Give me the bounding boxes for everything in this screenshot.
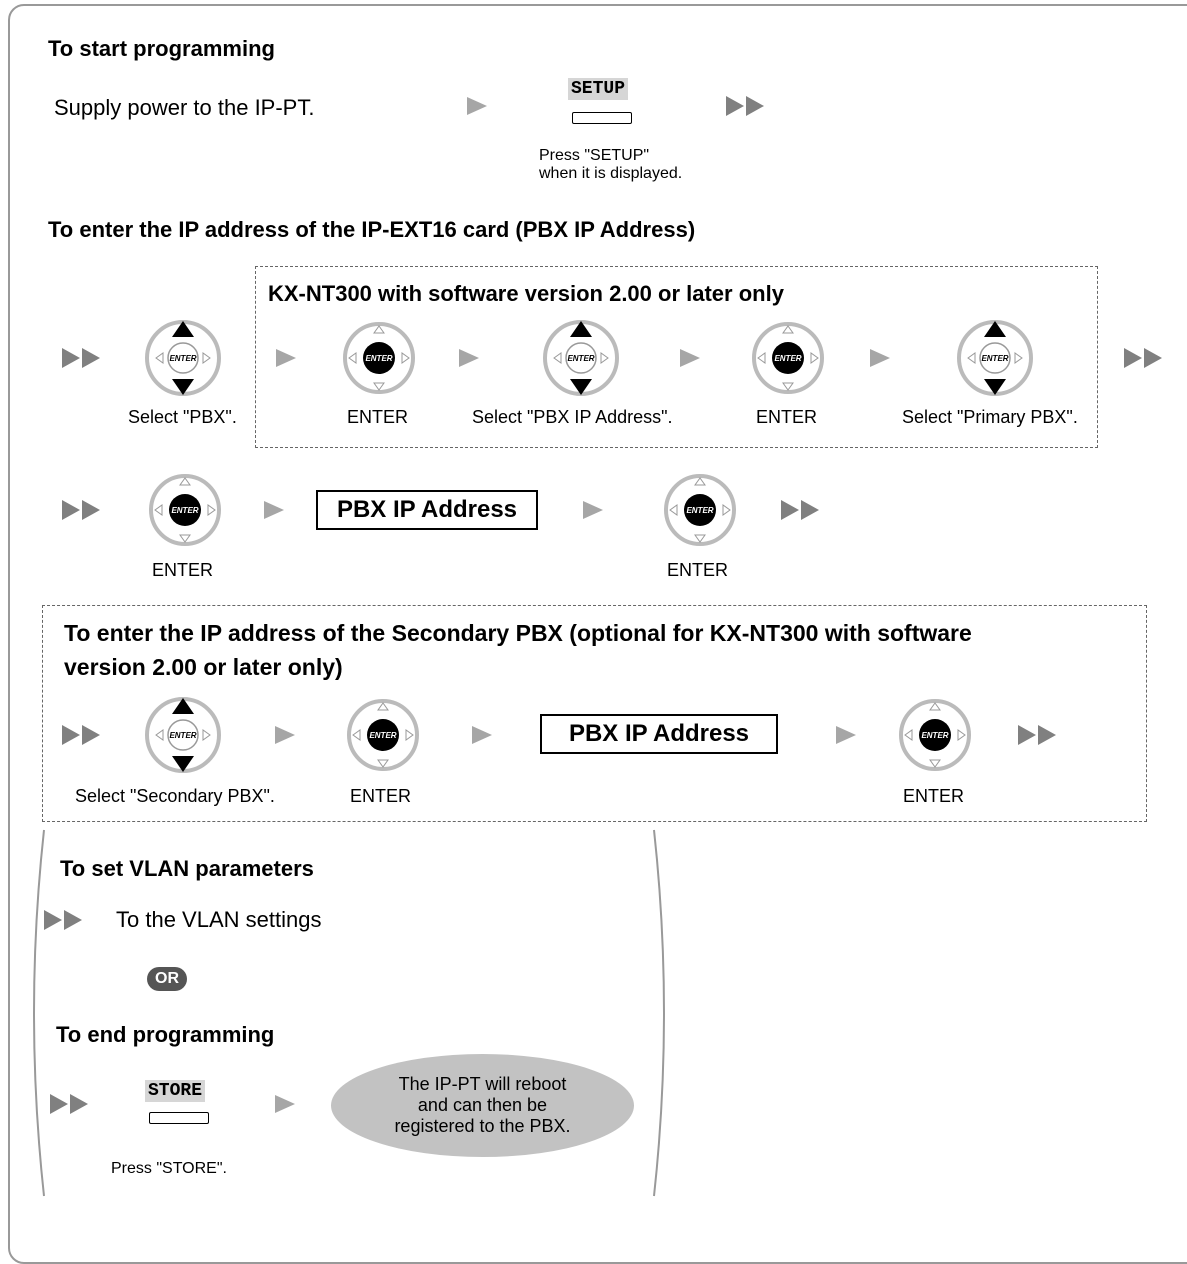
store-key-label: STORE <box>145 1080 206 1102</box>
navigator-enter-icon[interactable]: ENTER <box>147 472 223 548</box>
arrow-right-icon <box>836 726 856 744</box>
kx-nt300-dashed-box <box>255 266 1098 448</box>
caption-enter: ENTER <box>350 786 412 806</box>
navigator-up-down-icon[interactable]: ENTER <box>955 318 1035 398</box>
double-arrow-icon <box>1124 348 1162 368</box>
arrow-right-icon <box>680 349 700 367</box>
caption-enter: ENTER <box>152 560 214 580</box>
setup-soft-key[interactable] <box>572 112 632 124</box>
svg-text:ENTER: ENTER <box>567 354 594 363</box>
svg-text:ENTER: ENTER <box>981 354 1008 363</box>
left-bracket <box>33 829 45 1197</box>
link-vlan-settings[interactable]: To the VLAN settings <box>116 907 322 932</box>
double-arrow-icon <box>781 500 819 520</box>
arrow-right-icon <box>583 501 603 519</box>
right-bracket <box>653 829 665 1197</box>
navigator-enter-icon[interactable]: ENTER <box>897 697 973 773</box>
navigator-enter-icon[interactable]: ENTER <box>345 697 421 773</box>
heading-secondary-pbx-line-1: To enter the IP address of the Secondary… <box>64 620 972 646</box>
double-arrow-icon <box>62 348 100 368</box>
heading-pbx-ip-address: To enter the IP address of the IP-EXT16 … <box>48 217 696 242</box>
setup-caption: Press "SETUP" when it is displayed. <box>539 147 682 183</box>
caption-enter: ENTER <box>667 560 729 580</box>
caption-press-store: Press "STORE". <box>111 1160 227 1177</box>
setup-caption-line-2: when it is displayed. <box>539 165 683 182</box>
setup-key-label: SETUP <box>568 78 629 100</box>
double-arrow-icon <box>44 910 82 930</box>
caption-enter: ENTER <box>903 786 965 806</box>
double-arrow-icon <box>1018 725 1056 745</box>
pbx-ip-address-input-box[interactable]: PBX IP Address <box>540 714 778 754</box>
svg-text:ENTER: ENTER <box>171 506 198 515</box>
svg-text:ENTER: ENTER <box>169 354 196 363</box>
svg-text:ENTER: ENTER <box>369 731 396 740</box>
double-arrow-icon <box>726 96 764 116</box>
heading-start-programming: To start programming <box>48 36 275 61</box>
arrow-right-icon <box>264 501 284 519</box>
reboot-result-oval: The IP-PT will reboot and can then be re… <box>331 1054 634 1157</box>
arrow-right-icon <box>275 1095 295 1113</box>
arrow-right-icon <box>276 349 296 367</box>
svg-text:ENTER: ENTER <box>169 731 196 740</box>
double-arrow-icon <box>50 1094 88 1114</box>
caption-select-secondary-pbx: Select "Secondary PBX". <box>75 786 275 806</box>
double-arrow-icon <box>62 725 100 745</box>
store-soft-key[interactable] <box>149 1112 209 1124</box>
heading-secondary-pbx-line-2: version 2.00 or later only) <box>64 654 343 680</box>
pbx-ip-address-input-box[interactable]: PBX IP Address <box>316 490 538 530</box>
svg-text:ENTER: ENTER <box>921 731 948 740</box>
step-supply-power: Supply power to the IP-PT. <box>54 95 315 120</box>
svg-text:ENTER: ENTER <box>365 354 392 363</box>
caption-select-pbx-ip-address: Select "PBX IP Address". <box>472 407 673 427</box>
navigator-up-down-icon[interactable]: ENTER <box>143 318 223 398</box>
arrow-right-icon <box>870 349 890 367</box>
result-line-1: The IP-PT will reboot <box>398 1074 567 1094</box>
double-arrow-icon <box>62 500 100 520</box>
navigator-enter-icon[interactable]: ENTER <box>341 320 417 396</box>
svg-text:ENTER: ENTER <box>774 354 801 363</box>
heading-end-programming: To end programming <box>56 1022 275 1047</box>
caption-enter: ENTER <box>756 407 818 427</box>
svg-text:ENTER: ENTER <box>686 506 713 515</box>
arrow-right-icon <box>472 726 492 744</box>
navigator-enter-icon[interactable]: ENTER <box>750 320 826 396</box>
caption-select-pbx: Select "PBX". <box>128 407 237 427</box>
navigator-up-down-icon[interactable]: ENTER <box>143 695 223 775</box>
secondary-pbx-dashed-box <box>42 605 1147 822</box>
caption-select-primary-pbx: Select "Primary PBX". <box>902 407 1078 427</box>
heading-vlan-parameters: To set VLAN parameters <box>60 856 314 881</box>
result-line-3: registered to the PBX. <box>394 1116 571 1136</box>
kx-nt300-heading: KX-NT300 with software version 2.00 or l… <box>268 281 784 306</box>
result-line-2: and can then be <box>417 1095 548 1115</box>
setup-caption-line-1: Press "SETUP" <box>539 147 650 164</box>
arrow-right-icon <box>275 726 295 744</box>
arrow-right-icon <box>467 97 487 115</box>
navigator-up-down-icon[interactable]: ENTER <box>541 318 621 398</box>
caption-enter: ENTER <box>347 407 409 427</box>
arrow-right-icon <box>459 349 479 367</box>
navigator-enter-icon[interactable]: ENTER <box>662 472 738 548</box>
or-badge: OR <box>147 967 187 991</box>
